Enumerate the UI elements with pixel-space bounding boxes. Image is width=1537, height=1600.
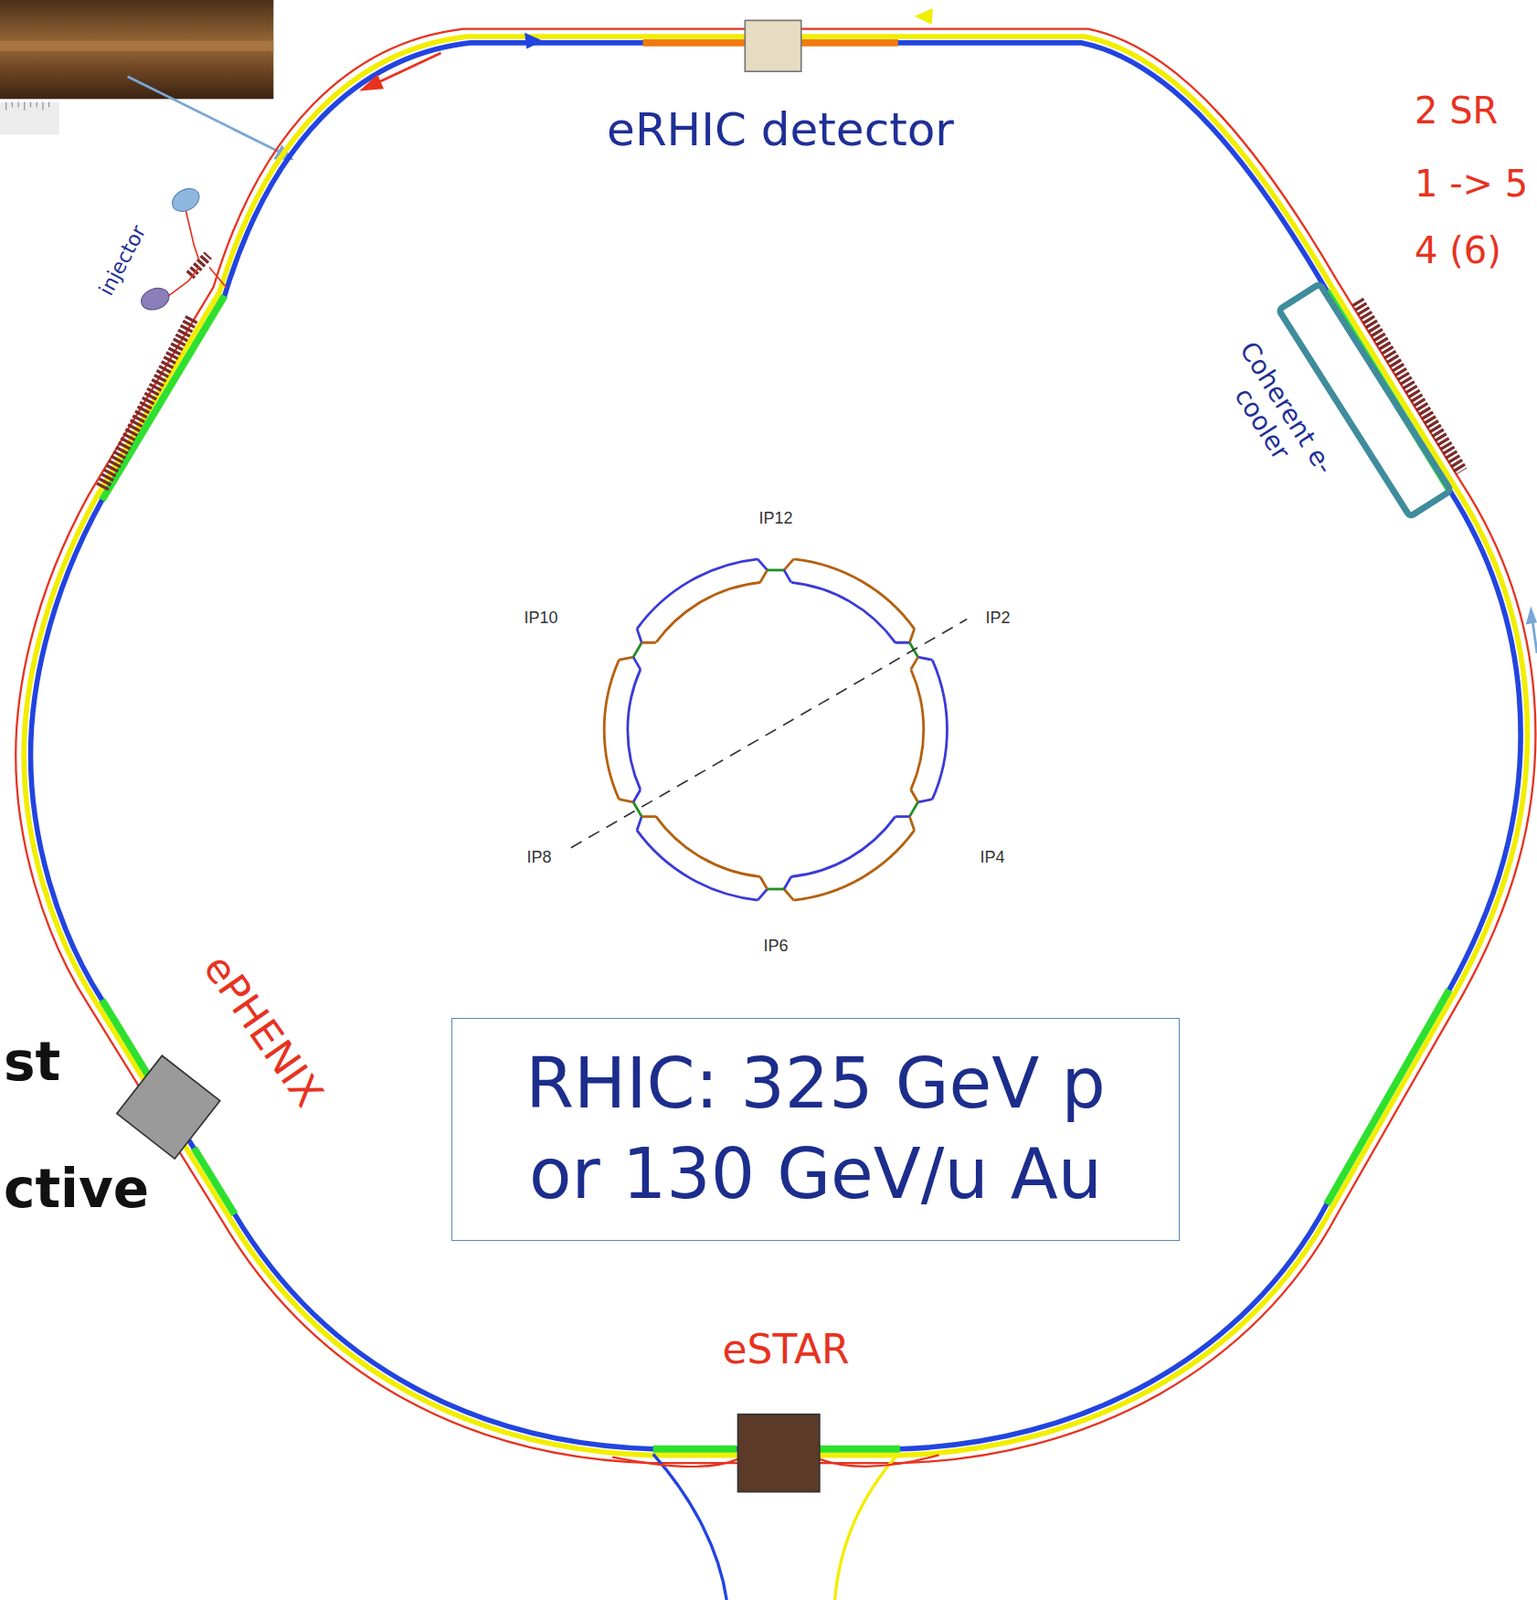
ruler-ticks bbox=[6, 102, 50, 111]
ring-jog bbox=[784, 570, 792, 583]
ip-label: IP10 bbox=[523, 608, 558, 628]
gun bbox=[168, 183, 203, 216]
straight-section bbox=[1326, 290, 1450, 490]
estar-detector bbox=[737, 1414, 819, 1493]
ip-section bbox=[767, 888, 785, 891]
ring-jog bbox=[784, 559, 794, 571]
parameter-box: RHIC: 325 GeV p or 130 GeV/u Au bbox=[451, 1017, 1180, 1241]
electron-ring bbox=[15, 29, 1536, 1464]
ring-jog bbox=[895, 810, 911, 824]
ring-jog bbox=[757, 889, 767, 901]
direction-head bbox=[524, 32, 543, 50]
ring-jog bbox=[641, 810, 657, 824]
note-text: 4 (6) bbox=[1414, 229, 1502, 272]
yellow-ring bbox=[23, 36, 1527, 1456]
magnet-photo bbox=[0, 0, 274, 99]
ip-section bbox=[633, 642, 642, 658]
detector-label: eSTAR bbox=[721, 1326, 849, 1374]
ring-jog bbox=[632, 628, 647, 643]
cut-text: ctive bbox=[3, 1158, 149, 1220]
ring-jog bbox=[629, 657, 645, 670]
srf-linac bbox=[102, 318, 192, 488]
erhic-detector bbox=[744, 20, 801, 72]
blue-ring bbox=[31, 42, 1522, 1450]
note-text: 1 -> 5 bbox=[1414, 162, 1528, 205]
detector-label: eRHIC detector bbox=[606, 104, 954, 158]
ip-label: IP8 bbox=[526, 848, 552, 868]
detector-label: ePHENIX bbox=[194, 945, 333, 1115]
injector-label: injector bbox=[94, 221, 150, 299]
straight-section bbox=[193, 1147, 235, 1215]
ring-jog bbox=[904, 816, 920, 831]
straight-section bbox=[819, 1445, 901, 1453]
ip-label: IP2 bbox=[985, 608, 1010, 628]
ring-jog bbox=[641, 636, 657, 649]
straight-section bbox=[653, 1445, 738, 1453]
ring-jog bbox=[760, 570, 768, 583]
cooler-label: Coherent e-cooler bbox=[1208, 335, 1340, 497]
direction-arrow bbox=[375, 53, 441, 85]
ring-jog bbox=[895, 636, 911, 649]
ring-jog bbox=[904, 628, 920, 643]
straight-section bbox=[102, 296, 225, 500]
ring-jog bbox=[784, 876, 792, 890]
yellow-branch bbox=[835, 1453, 899, 1600]
ip-label: IP12 bbox=[758, 508, 793, 529]
ring-jog bbox=[618, 794, 634, 808]
ip-label: IP6 bbox=[763, 936, 788, 956]
ephenix-detector bbox=[116, 1055, 221, 1159]
ring-jog bbox=[618, 651, 634, 666]
ring-jog bbox=[907, 657, 923, 670]
ring-jog bbox=[629, 789, 645, 803]
cooler-box: Coherent e-cooler bbox=[1273, 279, 1455, 521]
cut-text: st bbox=[3, 1031, 61, 1093]
ring-jog bbox=[918, 651, 933, 666]
ring-jog bbox=[632, 816, 647, 831]
ruler bbox=[0, 102, 60, 136]
ip-section bbox=[767, 569, 785, 573]
ring-jog bbox=[757, 559, 767, 571]
crossing-point bbox=[757, 559, 794, 583]
photo-stripe bbox=[0, 41, 274, 52]
crossing-point bbox=[757, 876, 794, 901]
injector-wire bbox=[168, 210, 227, 297]
crossing-point bbox=[893, 787, 933, 831]
pointer-line bbox=[127, 76, 287, 156]
srf-linac bbox=[1356, 300, 1462, 471]
parameter-text: RHIC: 325 GeV p or 130 GeV/u Au bbox=[492, 1038, 1139, 1220]
ring-jog bbox=[907, 789, 923, 803]
crossing-point bbox=[618, 787, 658, 831]
symmetry-axis bbox=[571, 619, 967, 848]
direction-head bbox=[914, 8, 933, 25]
ip-section bbox=[633, 802, 642, 817]
crossing-point bbox=[618, 628, 658, 672]
direction-head bbox=[359, 74, 384, 92]
straight-section bbox=[1326, 989, 1450, 1205]
ip-label: IP4 bbox=[979, 848, 1005, 868]
ring-jog bbox=[918, 794, 933, 808]
ring-jog bbox=[784, 889, 794, 901]
gun bbox=[137, 284, 172, 314]
note-text: 2 SR bbox=[1414, 89, 1498, 132]
pointer-head bbox=[1526, 605, 1537, 625]
blue-branch bbox=[653, 1453, 727, 1600]
ip-section bbox=[909, 802, 918, 817]
ring-jog bbox=[760, 876, 768, 890]
